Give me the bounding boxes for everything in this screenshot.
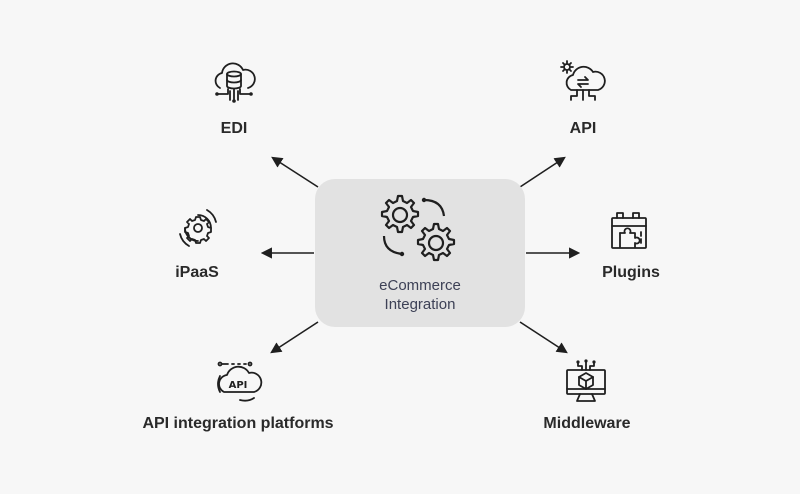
arrow-to-api-platforms bbox=[270, 321, 319, 354]
node-label-api: API bbox=[569, 120, 597, 137]
gears-icon bbox=[376, 190, 466, 268]
arrow-to-api bbox=[519, 156, 566, 188]
center-label-line1: eCommerce bbox=[379, 277, 461, 294]
center-label: eCommerce Integration bbox=[315, 276, 525, 314]
node-label-plugins: Plugins bbox=[602, 264, 660, 281]
node-label-edi: EDI bbox=[220, 120, 248, 137]
arrow-to-middleware bbox=[519, 321, 568, 354]
arrow-to-edi bbox=[271, 156, 319, 188]
center-label-line2: Integration bbox=[384, 296, 456, 313]
cloud-api-gear-icon bbox=[558, 58, 608, 106]
node-label-middleware: Middleware bbox=[543, 415, 631, 432]
node-label-api-platforms: API integration platforms bbox=[142, 415, 334, 432]
svg-text:API: API bbox=[229, 380, 248, 391]
api-cloud-gear-icon: API bbox=[214, 358, 264, 406]
monitor-cube-icon bbox=[562, 358, 610, 406]
cloud-database-icon bbox=[210, 58, 258, 106]
node-label-ipaas: iPaaS bbox=[175, 264, 219, 281]
center-box bbox=[315, 179, 525, 327]
puzzle-plugin-icon bbox=[608, 208, 652, 252]
cycle-gear-icon bbox=[176, 206, 220, 250]
